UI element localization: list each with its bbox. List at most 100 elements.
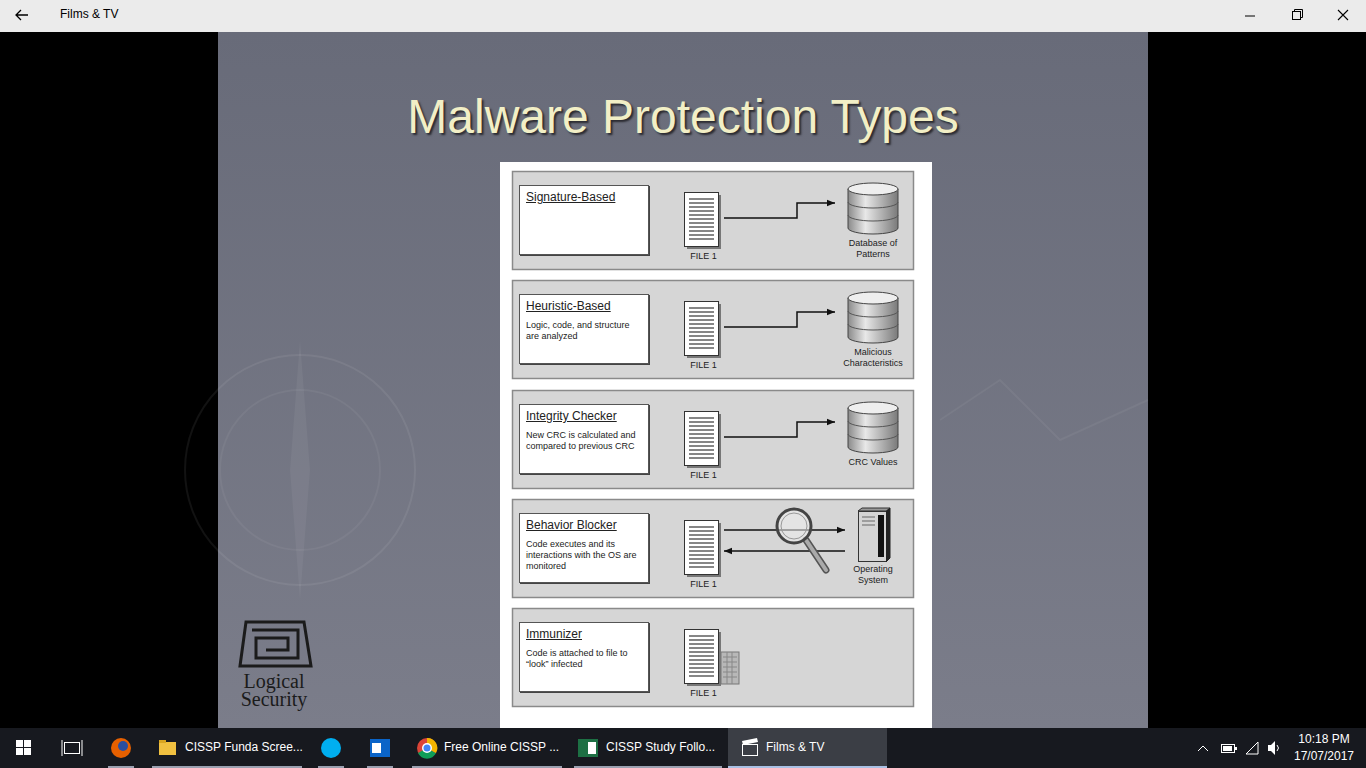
database-cylinder <box>848 311 898 317</box>
file-icon <box>685 521 719 575</box>
file-icon <box>683 301 724 359</box>
file-icon <box>689 534 714 535</box>
taskbar-icon <box>578 739 598 757</box>
immunizer-patch <box>723 652 737 684</box>
taskbar-icon <box>159 742 176 755</box>
database-cylinder <box>848 324 898 330</box>
file-icon <box>689 210 714 211</box>
server-tower <box>862 525 875 526</box>
taskbar-icon <box>1246 742 1258 754</box>
taskbar-icon <box>1198 746 1208 751</box>
slide <box>218 32 1148 728</box>
clock-time: 10:18 PM <box>1284 732 1364 746</box>
box-body: Code is attached to file to “look” infec… <box>526 648 642 670</box>
file-icon <box>685 630 719 684</box>
file-icon <box>689 347 714 348</box>
file-icon <box>689 417 714 418</box>
arrow-connector <box>724 550 845 552</box>
file-icon <box>689 542 714 543</box>
file-icon <box>689 554 714 555</box>
file-icon <box>689 635 714 636</box>
file-icon: FILE 1 <box>683 192 724 262</box>
server-tower <box>887 508 891 562</box>
file-icon <box>689 445 714 446</box>
file-icon: FILE 1 <box>683 520 724 590</box>
file-icon <box>689 331 714 332</box>
text-box: Heuristic-BasedLogic, code, and structur… <box>519 294 649 364</box>
database-cylinder <box>848 189 898 234</box>
file-icon <box>689 222 714 223</box>
server-tower <box>845 507 901 563</box>
server-tower <box>859 512 887 562</box>
file-icon <box>689 226 714 227</box>
slide-title: Malware Protection Types <box>218 88 1148 146</box>
server-tower: Operating System <box>845 507 901 586</box>
file-icon <box>689 457 714 458</box>
icon-label: FILE 1 <box>683 470 724 481</box>
taskbar-icon <box>62 740 82 756</box>
arrow-connector <box>724 422 835 437</box>
file-icon <box>689 546 714 547</box>
database-cylinder <box>848 298 898 343</box>
taskbar-icon <box>24 740 31 747</box>
file-icon <box>689 214 714 215</box>
server-tower <box>878 515 884 557</box>
file-icon <box>683 411 724 469</box>
slide <box>290 340 310 600</box>
box-body: Logic, code, and structure are analyzed <box>526 320 642 342</box>
file-icon <box>683 520 724 578</box>
taskbar-icon <box>118 741 128 751</box>
taskbar-icon <box>588 742 596 754</box>
row-band <box>513 609 914 707</box>
file-icon <box>689 311 714 312</box>
taskbar-icon <box>65 743 80 754</box>
server-tower <box>862 517 875 518</box>
database-cylinder <box>848 202 898 208</box>
file-icon <box>689 234 714 235</box>
file-icon <box>689 550 714 551</box>
file-icon <box>689 663 714 664</box>
database-cylinder: Malicious Characteristics <box>835 290 911 369</box>
file-icon <box>689 558 714 559</box>
file-icon <box>685 302 719 356</box>
file-icon <box>689 327 714 328</box>
taskbar-item: CISSP Study Follo... <box>606 740 715 754</box>
database-cylinder <box>835 290 911 346</box>
text-box: Signature-Based <box>519 185 649 255</box>
file-icon <box>689 651 714 652</box>
file-icon <box>689 206 714 207</box>
video-area <box>0 32 1366 728</box>
magnifier-icon <box>777 509 826 570</box>
file-icon: FILE 1 <box>683 301 724 371</box>
file-icon <box>689 449 714 450</box>
file-icon: FILE 1 <box>683 629 724 699</box>
title-bar <box>0 0 1366 32</box>
arrow-connector <box>724 312 835 327</box>
file-icon <box>689 202 714 203</box>
row-band <box>513 172 914 707</box>
title-bar <box>1245 16 1255 17</box>
text-box: Integrity CheckerNew CRC is calculated a… <box>519 404 649 474</box>
file-icon <box>689 671 714 672</box>
clock-date: 17/07/2017 <box>1284 749 1364 763</box>
taskbar-icon <box>372 743 381 753</box>
icon-label: CRC Values <box>835 457 911 468</box>
window-title: Films & TV <box>60 7 118 21</box>
taskbar-icon <box>370 739 390 757</box>
file-icon <box>689 323 714 324</box>
file-icon <box>689 659 714 660</box>
database-cylinder <box>848 215 898 221</box>
database-cylinder <box>848 183 898 195</box>
logo-mark <box>240 622 311 666</box>
taskbar-icon <box>16 748 23 755</box>
file-icon <box>689 538 714 539</box>
database-cylinder: CRC Values <box>835 400 911 468</box>
taskbar <box>367 766 393 768</box>
title-bar <box>1338 10 1348 20</box>
icon-label: Operating System <box>845 564 901 586</box>
file-icon <box>689 647 714 648</box>
icon-label: FILE 1 <box>683 579 724 590</box>
taskbar-item: Films & TV <box>766 740 824 754</box>
magnifier-icon <box>781 513 807 539</box>
taskbar-item: CISSP Funda Scree... <box>185 740 303 754</box>
